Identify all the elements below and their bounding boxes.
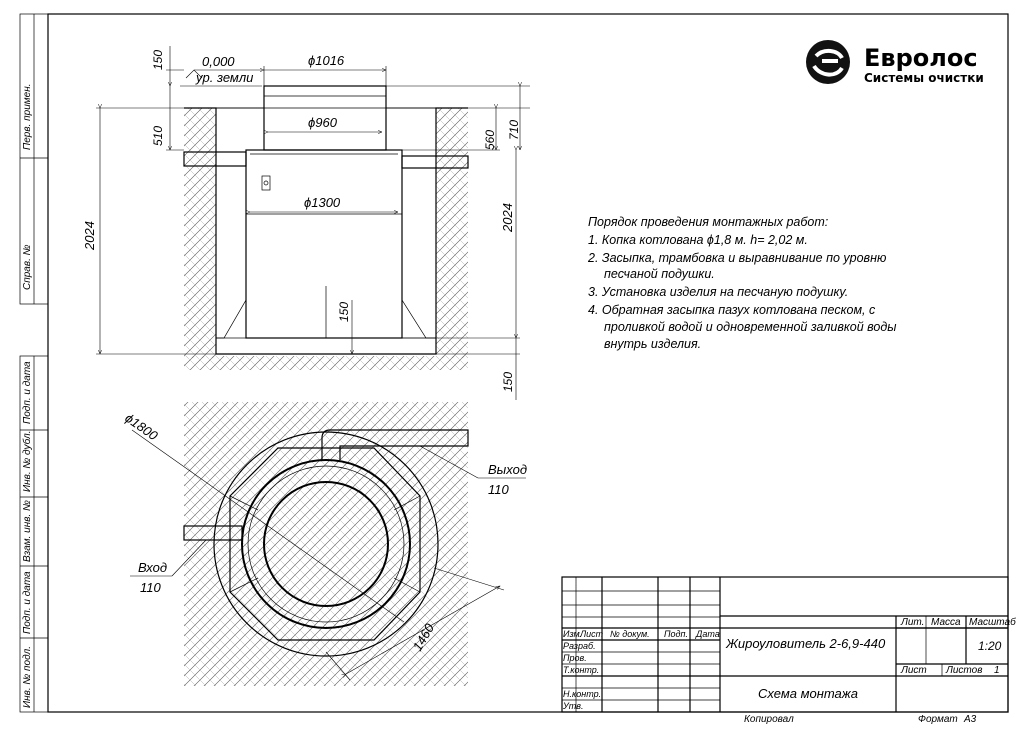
tank-body (245, 149, 403, 339)
pit-circle (213, 431, 439, 657)
logo-name: Евролос (864, 44, 978, 72)
dim-top-150: 150 (151, 50, 165, 70)
tb-sheets-value: 1 (994, 665, 1000, 676)
tb-mass-label: Масса (931, 617, 961, 628)
notes-line-7: внутрь изделия. (604, 337, 701, 351)
tb-format-label: Формат (918, 714, 958, 725)
dim-neck-inner-diameter: ϕ960 (308, 115, 338, 130)
logo: Евролос Системы очистки (806, 40, 984, 85)
notes-title: Порядок проведения монтажных работ: (588, 215, 828, 229)
tb-header-date: Дата (695, 629, 720, 639)
tank-neck-plan (263, 481, 389, 607)
title-block: Изм. Лист № докум. Подп. Дата Разраб. Пр… (561, 576, 1016, 725)
ground-level-value: 0,000 (202, 54, 235, 69)
tb-lit-label: Лит. (900, 617, 924, 628)
inlet-label: Вход (138, 560, 167, 575)
notes-line-4: 3. Установка изделия на песчаную подушку… (588, 285, 848, 299)
stamp-label-5: Взам. инв. № (22, 500, 33, 562)
tb-header-doc: № докум. (610, 629, 650, 639)
dim-base-150: 150 (337, 302, 351, 322)
section-view: ϕ1016 ϕ960 ϕ1300 0,000 ур. земли 150 510… (82, 46, 530, 400)
notes-line-5: 4. Обратная засыпка пазух котлована песк… (588, 303, 876, 317)
stamp-label-4: Инв. № дубл. (21, 431, 33, 493)
notes-line-1: 1. Копка котлована ϕ1,8 м. h= 2,02 м. (588, 233, 808, 247)
side-stamp: Перв. примен. Справ. № Подп. и дата Инв.… (19, 13, 49, 713)
inlet-value: 110 (140, 580, 161, 595)
dim-right-710: 710 (507, 120, 521, 140)
stamp-label-7: Инв. № подл. (22, 646, 33, 708)
tb-copied-label: Копировал (744, 714, 794, 725)
tank-body-plan (241, 459, 411, 629)
stamp-label-3: Подп. и дата (22, 361, 33, 424)
tb-row-tkontr: Т.контр. (563, 665, 599, 675)
notes-line-6: проливкой водой и одновременной заливкой… (604, 320, 896, 334)
tb-row-nkontr: Н.контр. (563, 689, 601, 699)
dim-pit-diameter: ϕ1800 (122, 410, 161, 443)
tb-scale-value: 1:20 (978, 639, 1002, 653)
outlet-pipe-section (401, 155, 469, 169)
tb-scale-label: Масштаб (969, 616, 1016, 628)
tb-sheets-label: Листов (945, 665, 982, 676)
tb-header-sign: Подп. (664, 629, 688, 639)
notes-line-3: песчаной подушки. (604, 267, 715, 281)
plan-view: ϕ1800 1460 Выход 110 Вход 110 (122, 402, 527, 686)
tb-format-value: А3 (963, 714, 977, 725)
installation-notes: Порядок проведения монтажных работ: 1. К… (587, 215, 896, 351)
tb-row-razrab: Разраб. (563, 641, 596, 651)
tb-sheet-title: Схема монтажа (758, 686, 858, 701)
tb-row-prov: Пров. (563, 653, 587, 663)
outlet-label: Выход (488, 462, 527, 477)
outlet-pipe-plan (321, 429, 469, 460)
logo-icon (806, 40, 850, 84)
outlet-value: 110 (488, 482, 509, 497)
tb-sheet-label: Лист (900, 665, 927, 676)
dim-right-2024: 2024 (500, 203, 515, 233)
tb-row-utv: Утв. (562, 701, 583, 711)
stamp-label-2: Справ. № (22, 244, 33, 290)
stamp-label-1: Перв. примен. (22, 84, 33, 150)
tb-header-list: Лист (579, 629, 604, 639)
dim-bottom-150: 150 (501, 372, 515, 392)
ground-level-label: ур. земли (195, 70, 253, 85)
dim-right-560: 560 (483, 130, 497, 150)
dim-left-2024: 2024 (82, 221, 97, 251)
notes-line-2: 2. Засыпка, трамбовка и выравнивание по … (587, 251, 887, 265)
logo-subtitle: Системы очистки (864, 71, 984, 85)
inlet-pipe-section (183, 151, 247, 167)
inlet-pipe-plan (183, 525, 243, 541)
dim-neck-510: 510 (151, 126, 165, 146)
tb-header-izm: Изм. (563, 629, 582, 639)
stamp-label-6: Подп. и дата (22, 571, 33, 634)
dim-body-diameter: ϕ1300 (304, 195, 341, 210)
dim-neck-diameter: ϕ1016 (308, 53, 345, 68)
tb-product-name: Жироуловитель 2-6,9-440 (725, 636, 886, 651)
